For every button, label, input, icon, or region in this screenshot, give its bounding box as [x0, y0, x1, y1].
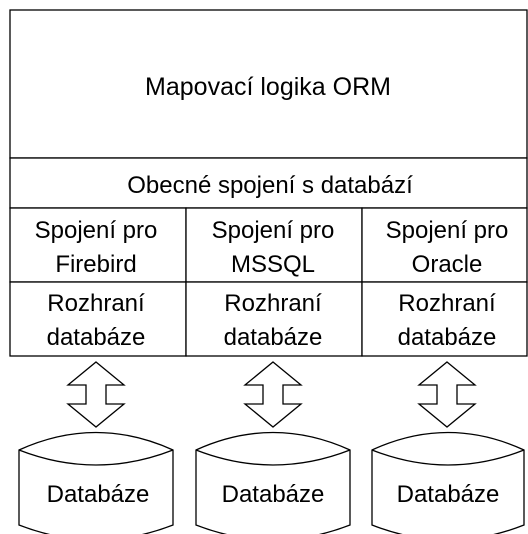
connection-mssql-line2: MSSQL [231, 251, 315, 278]
orm-layer-box [9, 9, 528, 159]
bidirectional-arrow-icon [243, 361, 303, 428]
database-label-oracle: Databáze [397, 481, 500, 508]
interface-firebird-line1: Rozhraní [47, 290, 145, 317]
bidirectional-arrow-icon [66, 361, 126, 428]
database-cylinder-icon: Databáze [18, 431, 174, 534]
interface-row: Rozhraní databáze Rozhraní databáze Rozh… [9, 281, 528, 357]
database-row: Databáze Databáze Databáze [18, 431, 525, 534]
database-cylinder-icon: Databáze [371, 431, 525, 534]
interface-mssql-line1: Rozhraní [224, 290, 322, 317]
database-label-firebird: Databáze [47, 481, 150, 508]
orm-layer-label: Mapovací logika ORM [145, 73, 391, 101]
interface-box-oracle [361, 281, 528, 357]
arrows [66, 361, 477, 428]
connection-mssql-line1: Spojení pro [212, 217, 335, 244]
orm-layer: Mapovací logika ORM [9, 9, 528, 159]
generic-connection-layer: Obecné spojení s databází [9, 157, 528, 209]
interface-firebird-line2: databáze [47, 324, 146, 351]
database-label-mssql: Databáze [222, 481, 325, 508]
interface-oracle-line1: Rozhraní [398, 290, 496, 317]
generic-connection-box [9, 157, 528, 209]
generic-connection-label: Obecné spojení s databází [127, 172, 413, 199]
bidirectional-arrow-icon [417, 361, 477, 428]
connection-row: Spojení pro Firebird Spojení pro MSSQL S… [9, 207, 528, 283]
database-cylinder-icon: Databáze [195, 431, 351, 534]
connection-firebird-line1: Spojení pro [35, 217, 158, 244]
connection-box-mssql [185, 207, 363, 283]
interface-box-mssql [185, 281, 363, 357]
connection-box-oracle [361, 207, 528, 283]
connection-oracle-line2: Oracle [412, 251, 483, 278]
connection-oracle-line1: Spojení pro [386, 217, 509, 244]
interface-box-firebird [9, 281, 187, 357]
connection-firebird-line2: Firebird [55, 251, 136, 278]
interface-oracle-line2: databáze [398, 324, 497, 351]
connection-box-firebird [9, 207, 187, 283]
interface-mssql-line2: databáze [224, 324, 323, 351]
